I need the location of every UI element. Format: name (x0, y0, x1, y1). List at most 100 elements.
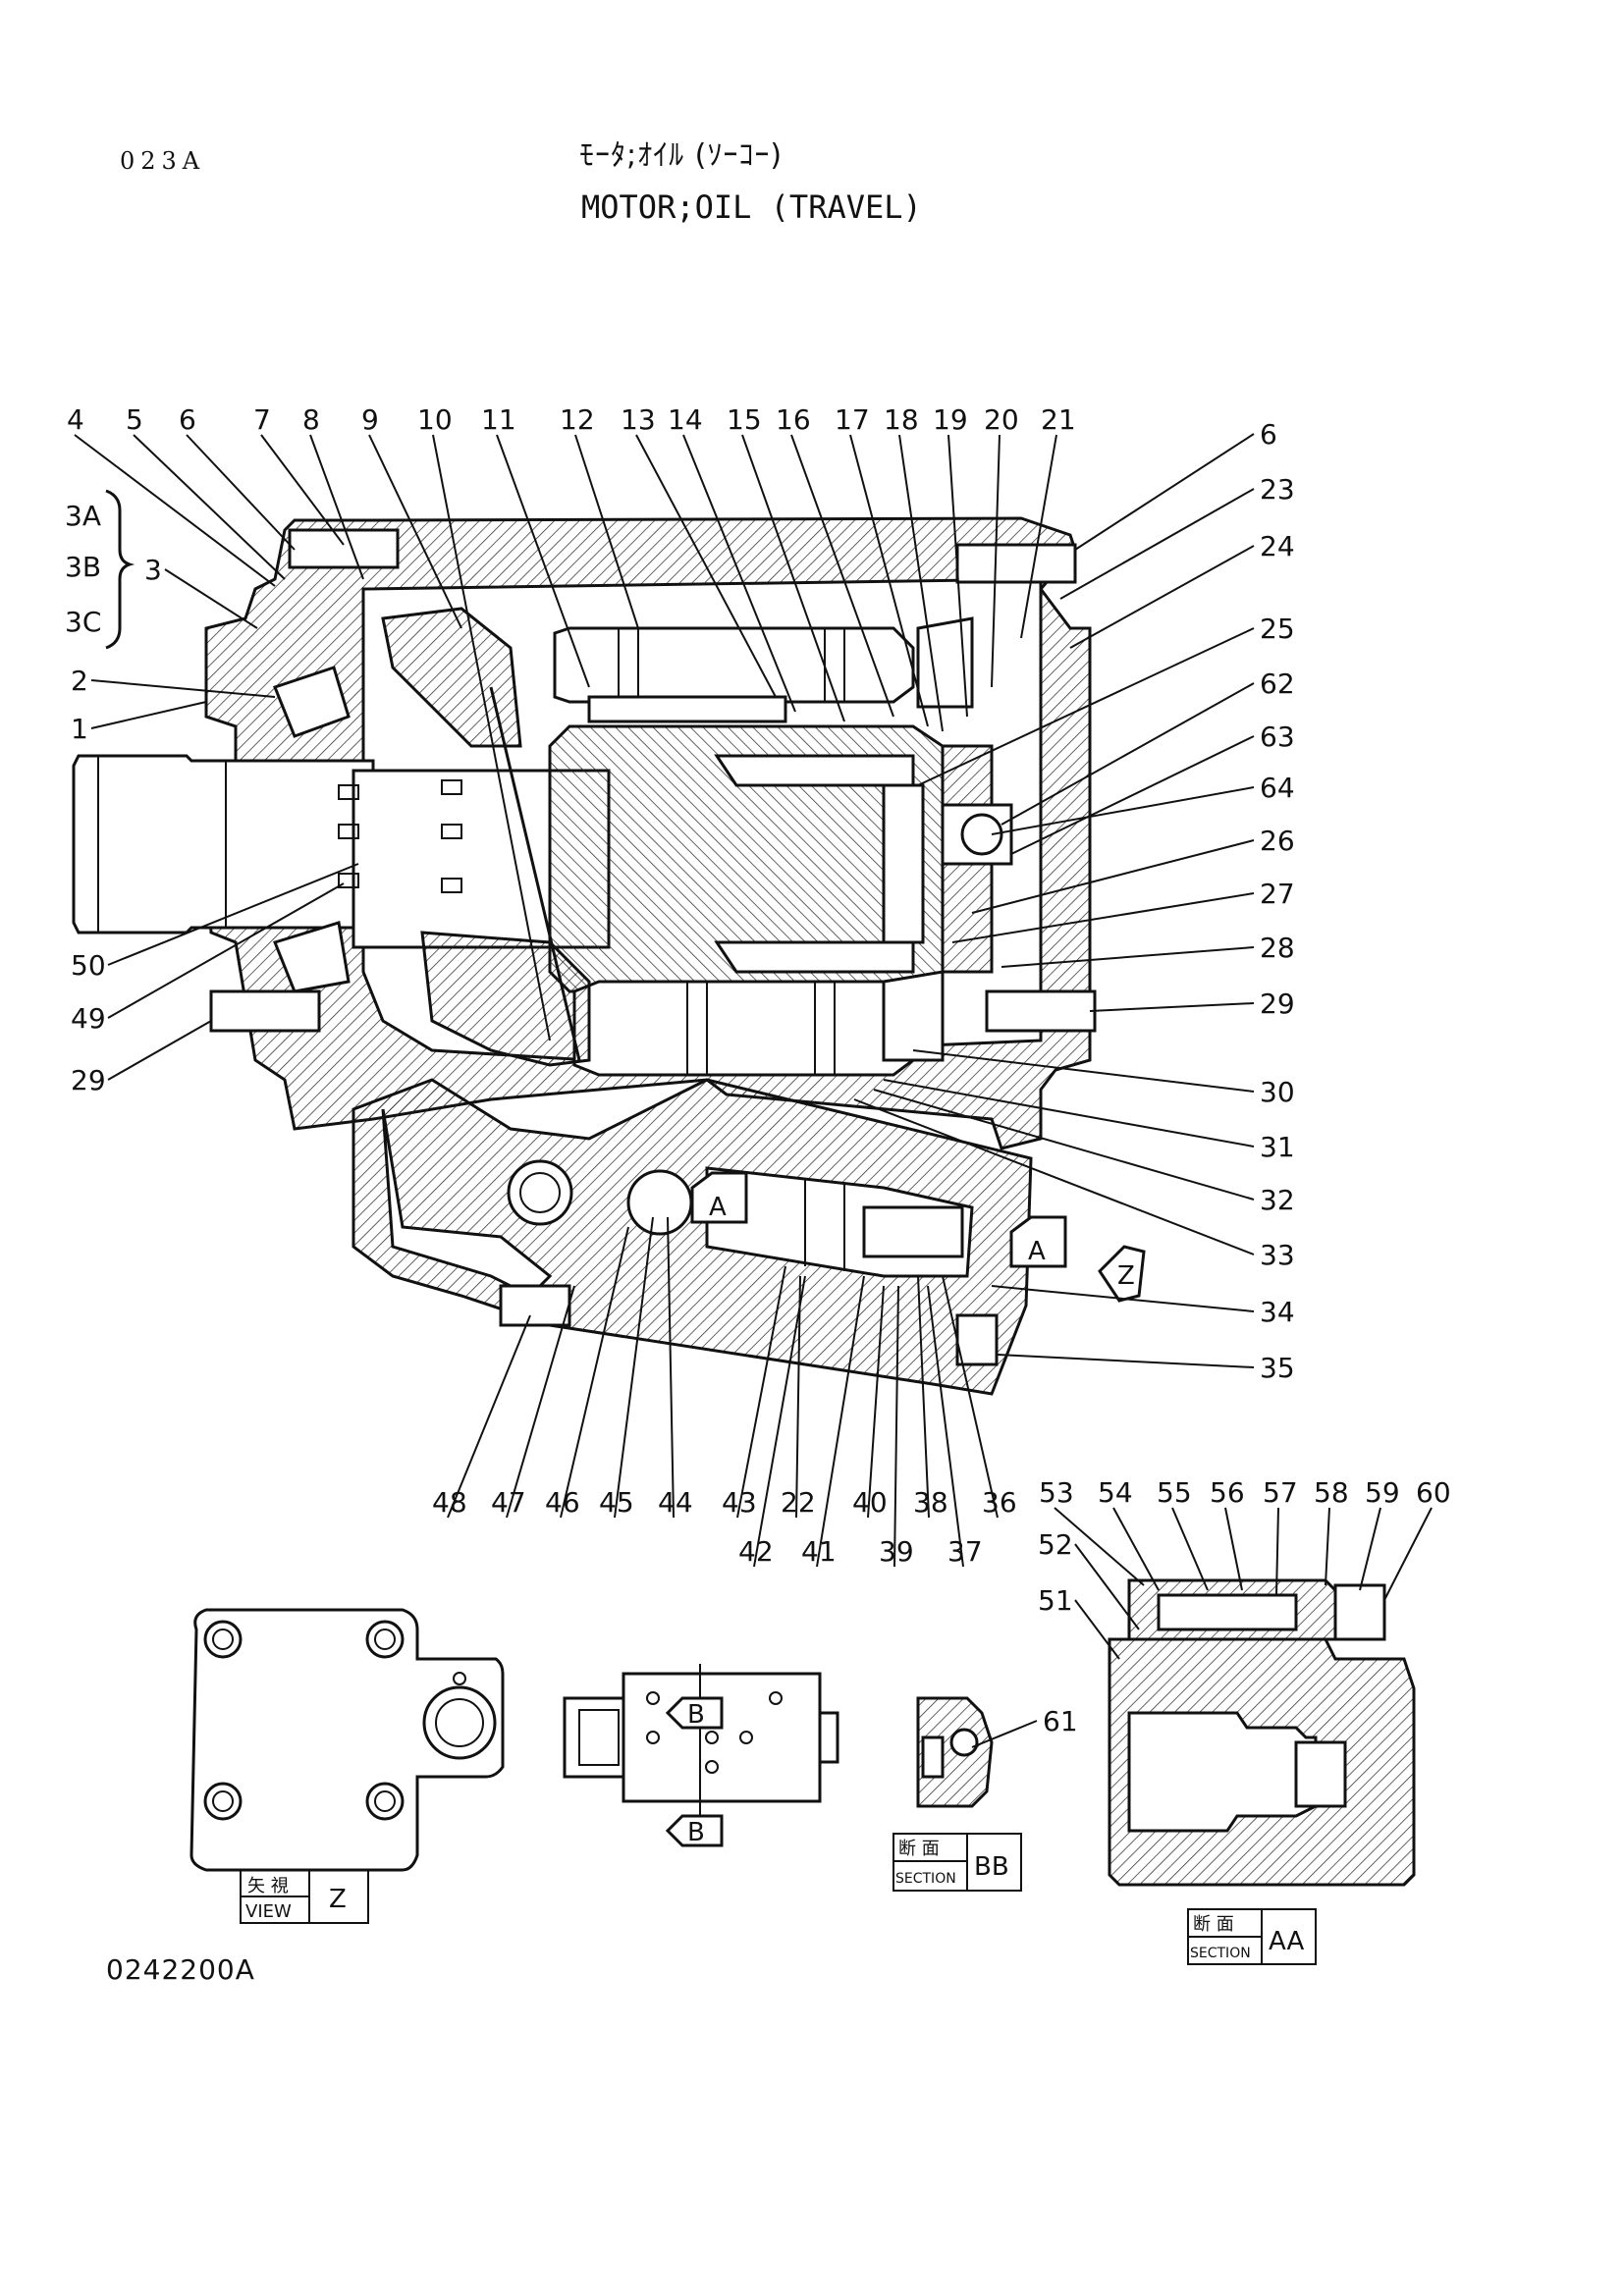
leader-12 (574, 434, 639, 629)
svg-text:A: A (709, 1193, 727, 1222)
callout-57: 57 (1263, 1476, 1298, 1509)
leader-30 (912, 1049, 1255, 1093)
callout-8: 8 (302, 403, 320, 436)
leader-22 (795, 1275, 801, 1519)
callout-22: 22 (781, 1486, 816, 1519)
callout-3c: 3C (65, 606, 101, 638)
callout-1: 1 (71, 713, 88, 745)
callout-56: 56 (1210, 1476, 1245, 1509)
page-code: 023A (120, 147, 206, 175)
leader-4 (74, 434, 276, 587)
leader-16 (790, 434, 894, 718)
callout-9: 9 (361, 403, 379, 436)
valve-block-section (352, 1078, 1033, 1396)
callout-63: 63 (1260, 721, 1295, 753)
leader-34 (991, 1285, 1255, 1312)
drawing-number: 0242200A (106, 1953, 255, 1986)
callout-11: 11 (481, 403, 516, 436)
callout-26: 26 (1260, 825, 1295, 857)
leader-37 (927, 1285, 964, 1568)
leader-24 (1069, 545, 1255, 649)
callout-30: 30 (1260, 1076, 1295, 1108)
callout-12: 12 (560, 403, 595, 436)
leader-29 (1089, 1002, 1255, 1012)
leader-51 (1074, 1599, 1120, 1660)
leader-52 (1074, 1543, 1140, 1630)
callout-5: 5 (126, 403, 143, 436)
leader-19 (947, 434, 968, 718)
leader-5 (133, 434, 286, 580)
leader-33 (853, 1098, 1255, 1255)
leader-13 (635, 434, 777, 698)
callout-15: 15 (727, 403, 762, 436)
leader-7 (260, 434, 345, 546)
leader-11 (496, 434, 590, 688)
callout-18: 18 (884, 403, 919, 436)
leader-26 (971, 839, 1255, 914)
callout-23: 23 (1260, 473, 1295, 506)
callout-49: 49 (71, 1002, 106, 1035)
callout-33: 33 (1260, 1239, 1295, 1271)
callout-55: 55 (1157, 1476, 1192, 1509)
svg-text:SECTION: SECTION (1190, 1946, 1251, 1961)
callout-6: 6 (179, 403, 196, 436)
callout-25: 25 (1260, 613, 1295, 645)
svg-text:B: B (687, 1818, 705, 1847)
callout-37: 37 (947, 1535, 983, 1568)
leader-25 (917, 627, 1255, 786)
caption-section-aa: 断 面 SECTION AA (1187, 1908, 1317, 1965)
leader-62 (1001, 682, 1255, 826)
svg-text:B: B (687, 1700, 705, 1730)
view-z-drawing (189, 1608, 505, 1872)
callout-3: 3 (144, 554, 162, 586)
leader-8 (309, 434, 364, 580)
leader-47 (506, 1285, 575, 1519)
callout-39: 39 (879, 1535, 914, 1568)
callout-19: 19 (933, 403, 968, 436)
callout-2: 2 (71, 665, 88, 697)
leader-38 (917, 1275, 930, 1519)
leader-50 (107, 863, 359, 966)
leader-46 (560, 1226, 629, 1519)
leader-2 (90, 679, 276, 698)
callout-7: 7 (253, 403, 271, 436)
callout-32: 32 (1260, 1184, 1295, 1216)
callout-3b: 3B (65, 551, 101, 583)
leader-32 (873, 1089, 1255, 1201)
motor-main-section (72, 516, 1097, 1150)
leader-39 (893, 1285, 899, 1568)
svg-text:SECTION: SECTION (895, 1871, 956, 1887)
view-arrow-b-top: B (665, 1696, 724, 1730)
callout-21: 21 (1041, 403, 1076, 436)
leader-18 (898, 434, 944, 732)
callout-3a: 3A (65, 500, 101, 532)
caption-view-z: 矢 視 VIEW Z (240, 1869, 369, 1924)
callout-60: 60 (1416, 1476, 1451, 1509)
leader-54 (1112, 1507, 1160, 1591)
view-arrow-a-right: A (1009, 1215, 1067, 1268)
section-aa-drawing (1108, 1578, 1416, 1887)
leader-64 (991, 786, 1255, 835)
view-arrow-a-left: A (690, 1171, 748, 1224)
leader-28 (1001, 946, 1255, 968)
callout-31: 31 (1260, 1131, 1295, 1163)
callout-13: 13 (621, 403, 656, 436)
title-japanese: ﾓｰﾀ;ｵｲﾙ (ｿｰｺｰ) (579, 138, 784, 173)
callout-10: 10 (417, 403, 453, 436)
leader-48 (447, 1314, 531, 1519)
callout-29: 29 (1260, 988, 1295, 1020)
leader-29 (107, 1020, 212, 1081)
svg-text:BB: BB (974, 1852, 1009, 1882)
view-b-drawing (563, 1664, 839, 1816)
leader-31 (883, 1079, 1255, 1148)
callout-16: 16 (776, 403, 811, 436)
callout-35: 35 (1260, 1352, 1295, 1384)
leader-10 (432, 434, 551, 1041)
callout-51: 51 (1038, 1584, 1073, 1617)
leader-56 (1224, 1507, 1243, 1591)
leader-lines (74, 433, 1433, 1748)
callout-58: 58 (1314, 1476, 1349, 1509)
callout-14: 14 (668, 403, 703, 436)
